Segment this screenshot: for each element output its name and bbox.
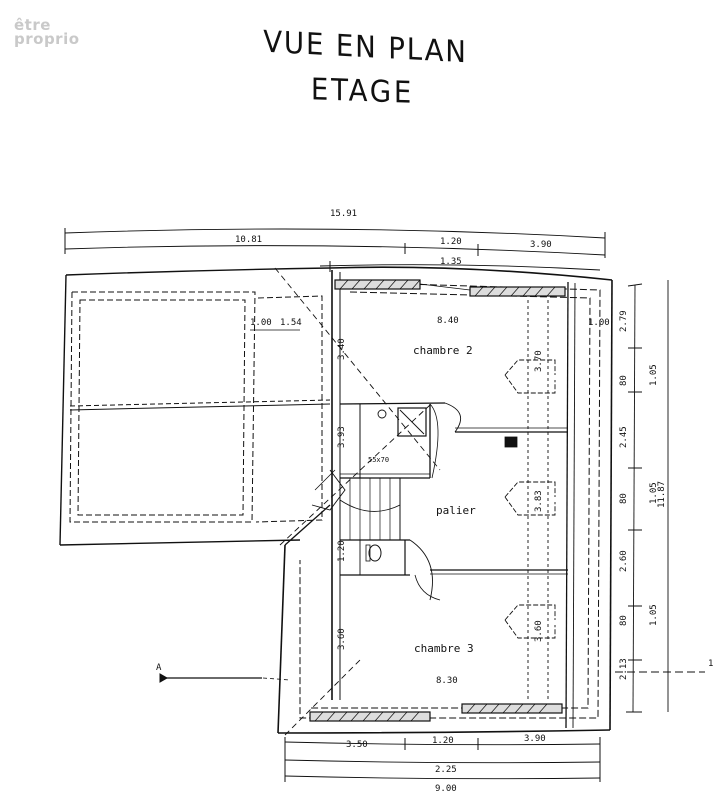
dim-chambre2-height: 3.70 xyxy=(534,350,544,372)
dim-right-total: 11.87 xyxy=(657,481,667,508)
dim-wall-120: 1.20 xyxy=(337,540,347,562)
roof-window-chevrons xyxy=(504,300,556,700)
dim-bottom-overall: 9.00 xyxy=(435,784,457,794)
room-labels: chambre 2 palier chambre 3 55x70 xyxy=(368,344,476,655)
dim-right-279: 2.79 xyxy=(619,310,629,332)
dim-right-80b: 80 xyxy=(619,493,629,504)
dim-wall-360: 3.60 xyxy=(337,628,347,650)
watermark-line-1: être xyxy=(14,16,51,34)
dim-right-245: 2.45 xyxy=(619,426,629,448)
hatched-wall-bottom xyxy=(309,703,563,722)
dim-right-80a: 80 xyxy=(619,375,629,386)
section-marker-right: 1 xyxy=(708,659,713,669)
dim-palier-height: 3.83 xyxy=(534,490,544,512)
room-label-chambre-2: chambre 2 xyxy=(413,344,473,357)
bottom-dimension-lines xyxy=(284,737,601,782)
dim-right-small: 1.00 xyxy=(588,318,610,328)
left-wing-outline xyxy=(59,267,331,546)
dim-right-105c: 1.05 xyxy=(649,604,659,626)
dim-right-105b: 1.05 xyxy=(649,482,659,504)
dim-bottom-right: 3.90 xyxy=(524,734,546,744)
shower-size-label: 55x70 xyxy=(368,456,389,464)
dim-bottom-left: 3.50 xyxy=(346,740,368,750)
section-marker-labels: A 1 xyxy=(156,659,713,673)
diagonal-guides xyxy=(274,267,441,736)
dim-left-part-b: 1.54 xyxy=(280,318,302,328)
dimension-labels: 15.91 10.81 1.20 3.90 1.35 8.40 1.00 1.5… xyxy=(235,209,667,794)
dim-bottom-mid: 1.20 xyxy=(432,736,454,746)
dim-top-mid: 1.20 xyxy=(440,237,462,247)
dim-bottom-sub: 2.25 xyxy=(435,765,457,775)
dim-right-213: 2.13 xyxy=(619,658,629,680)
dim-inner-width-top: 8.40 xyxy=(437,316,459,326)
room-label-palier: palier xyxy=(436,504,476,517)
top-dimension-lines xyxy=(64,228,606,272)
dim-top-overall: 15.91 xyxy=(330,209,357,219)
room-label-chambre-3: chambre 3 xyxy=(414,642,474,655)
dim-right-105a: 1.05 xyxy=(649,364,659,386)
dim-wall-340: 3.40 xyxy=(337,338,347,360)
watermark-line-2: proprio xyxy=(14,30,80,48)
section-marker-left: A xyxy=(156,663,162,673)
section-line-a xyxy=(159,671,705,683)
staircase xyxy=(311,469,401,541)
dim-wall-393: 3.93 xyxy=(337,426,347,448)
hatched-wall-top xyxy=(334,279,566,297)
dim-top-right: 3.90 xyxy=(530,240,552,250)
watermark-logo: être proprio xyxy=(14,16,80,48)
dim-inner-width-bottom: 8.30 xyxy=(436,676,458,686)
right-dimension-lines xyxy=(626,280,669,713)
dim-chambre3-height: 3.60 xyxy=(534,620,544,642)
dim-right-80c: 80 xyxy=(619,615,629,626)
dim-left-part-a: 1.00 xyxy=(250,318,272,328)
dim-top-inner: 1.35 xyxy=(440,257,462,267)
dim-top-left: 10.81 xyxy=(235,235,262,245)
dim-right-260: 2.60 xyxy=(619,550,629,572)
